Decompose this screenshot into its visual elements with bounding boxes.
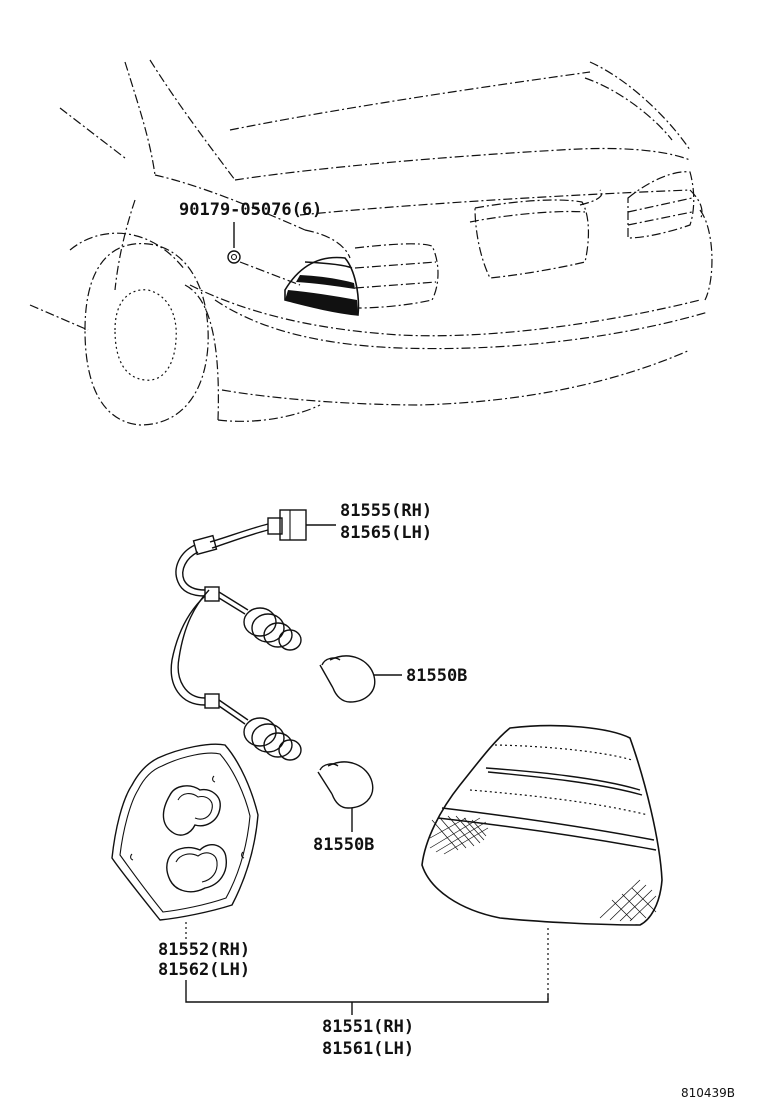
bulb-lower-part-number: 81550B [313, 835, 374, 855]
bulb-lower [317, 761, 374, 832]
figure-code: 810439B [681, 1086, 735, 1100]
bulb-upper [319, 655, 402, 703]
car-rear-illustration [29, 59, 713, 426]
lamp-lh-part-number: 81561(LH) [322, 1039, 414, 1059]
gasket-rh-part-number: 81552(RH) [158, 940, 250, 960]
bulb-upper-part-number: 81550B [406, 666, 467, 686]
gasket [111, 743, 259, 940]
socket-lh-part-number: 81565(LH) [340, 523, 432, 543]
tail-lamp-lens [421, 724, 663, 1000]
lamp-rh-part-number: 81551(RH) [322, 1017, 414, 1037]
gasket-lh-part-number: 81562(LH) [158, 960, 250, 980]
assembly-bracket [185, 980, 549, 1015]
bolt-part-number: 90179-05076(6) [179, 200, 322, 220]
socket-rh-part-number: 81555(RH) [340, 501, 432, 521]
socket-wire-assembly [170, 509, 336, 761]
